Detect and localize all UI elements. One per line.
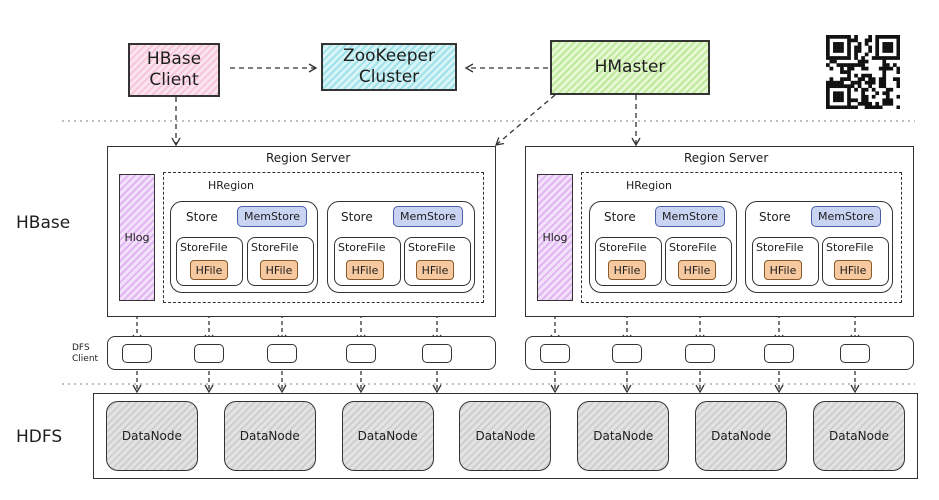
- hfile-2-2-1-label: HFile: [769, 263, 797, 277]
- memstore-1-1-label: MemStore: [243, 210, 301, 223]
- storefile-2-1-2: [665, 237, 732, 286]
- hfile-1-2-2-label: HFile: [421, 263, 449, 277]
- hfile-1-1-2-label: HFile: [265, 263, 293, 277]
- storefile-1-2-1-label: StoreFile: [338, 241, 386, 254]
- hmaster-to-rs1-arrow: [495, 94, 556, 146]
- hfile-2-1-1: HFile: [608, 260, 646, 280]
- hfile-1-2-2: HFile: [416, 260, 454, 280]
- hregion-1-label: HRegion: [208, 179, 254, 192]
- dfs-client-node-1-2: [194, 344, 224, 363]
- storefile-2-2-1-label: StoreFile: [756, 241, 804, 254]
- hdfs-layer-label: HDFS: [16, 427, 63, 447]
- hfile-1-1-2: HFile: [260, 260, 298, 280]
- hregion-1: [163, 172, 484, 303]
- datanode-4-label: DataNode: [475, 429, 536, 443]
- memstore-1-2-label: MemStore: [399, 210, 457, 223]
- hfile-1-1-1: HFile: [190, 260, 228, 280]
- memstore-2-1: MemStore: [655, 206, 725, 227]
- storefile-2-2-2-label: StoreFile: [826, 241, 874, 254]
- hfile-2-1-2-label: HFile: [683, 263, 711, 277]
- store-1-1-label: Store: [186, 210, 218, 224]
- region-server-1-title: Region Server: [266, 151, 351, 165]
- hmaster-box: HMaster: [550, 40, 710, 95]
- store-2-1-label: Store: [604, 210, 636, 224]
- datanode-4: DataNode: [459, 401, 552, 471]
- zookeeper-cluster-label: ZooKeeper Cluster: [343, 46, 435, 87]
- hlog-1: Hlog: [119, 174, 155, 301]
- memstore-2-2-label: MemStore: [817, 210, 875, 223]
- datanode-2-label: DataNode: [239, 429, 300, 443]
- datanode-5: DataNode: [577, 401, 670, 471]
- datanode-2: DataNode: [223, 401, 316, 471]
- qr-code-image: [826, 35, 901, 110]
- hfile-2-1-1-label: HFile: [613, 263, 641, 277]
- memstore-2-2: MemStore: [811, 206, 881, 227]
- memstore-2-1-label: MemStore: [661, 210, 719, 223]
- datanode-1: DataNode: [105, 401, 198, 471]
- hregion-2-label: HRegion: [626, 179, 672, 192]
- dfs-client-node-2-5: [840, 344, 870, 363]
- hmaster-label: HMaster: [594, 57, 666, 77]
- dfs-client-label: DFS Client: [72, 343, 99, 364]
- hfile-2-2-1: HFile: [764, 260, 802, 280]
- datanode-3-label: DataNode: [357, 429, 418, 443]
- hbase-layer-label: HBase: [16, 213, 71, 233]
- storefile-1-1-1-label: StoreFile: [180, 241, 228, 254]
- store-1-2-label: Store: [341, 210, 373, 224]
- hfile-2-2-2: HFile: [834, 260, 872, 280]
- dfs-client-node-1-4: [346, 344, 376, 363]
- dfs-client-node-1-1: [122, 344, 152, 363]
- storefile-2-1-2-label: StoreFile: [669, 241, 717, 254]
- hlog-2-label: Hlog: [542, 231, 568, 244]
- memstore-1-2: MemStore: [393, 206, 463, 227]
- memstore-1-1: MemStore: [237, 206, 307, 227]
- hfile-1-2-1-label: HFile: [351, 263, 379, 277]
- storefile-1-2-2-label: StoreFile: [408, 241, 456, 254]
- dfs-client-node-1-3: [267, 344, 297, 363]
- hbase-client-box: HBase Client: [128, 43, 220, 97]
- dfs-client-node-2-2: [612, 344, 642, 363]
- dfs-client-node-2-4: [764, 344, 794, 363]
- hregion-2: [581, 172, 902, 303]
- dfs-client-node-2-3: [685, 344, 715, 363]
- zookeeper-cluster-box: ZooKeeper Cluster: [321, 43, 457, 91]
- storefile-1-1-2-label: StoreFile: [251, 241, 299, 254]
- dfs-client-node-2-1: [540, 344, 570, 363]
- datanode-6: DataNode: [695, 401, 788, 471]
- hfile-1-2-1: HFile: [346, 260, 384, 280]
- datanode-row: DataNode DataNode DataNode DataNode Data…: [93, 401, 918, 471]
- datanode-6-label: DataNode: [711, 429, 772, 443]
- store-2-2-label: Store: [759, 210, 791, 224]
- datanode-5-label: DataNode: [593, 429, 654, 443]
- hfile-2-2-2-label: HFile: [839, 263, 867, 277]
- storefile-2-1-1-label: StoreFile: [599, 241, 647, 254]
- hbase-client-label: HBase Client: [146, 49, 202, 90]
- hfile-2-1-2: HFile: [678, 260, 716, 280]
- hfile-1-1-1-label: HFile: [195, 263, 223, 277]
- hlog-2: Hlog: [537, 174, 573, 301]
- datanode-7-label: DataNode: [828, 429, 889, 443]
- datanode-3: DataNode: [341, 401, 434, 471]
- datanode-7: DataNode: [812, 401, 905, 471]
- hdfs-cluster-box: [93, 393, 918, 479]
- hlog-1-label: Hlog: [124, 231, 150, 244]
- dfs-client-node-1-5: [422, 344, 452, 363]
- region-server-2-title: Region Server: [684, 151, 769, 165]
- datanode-1-label: DataNode: [121, 429, 182, 443]
